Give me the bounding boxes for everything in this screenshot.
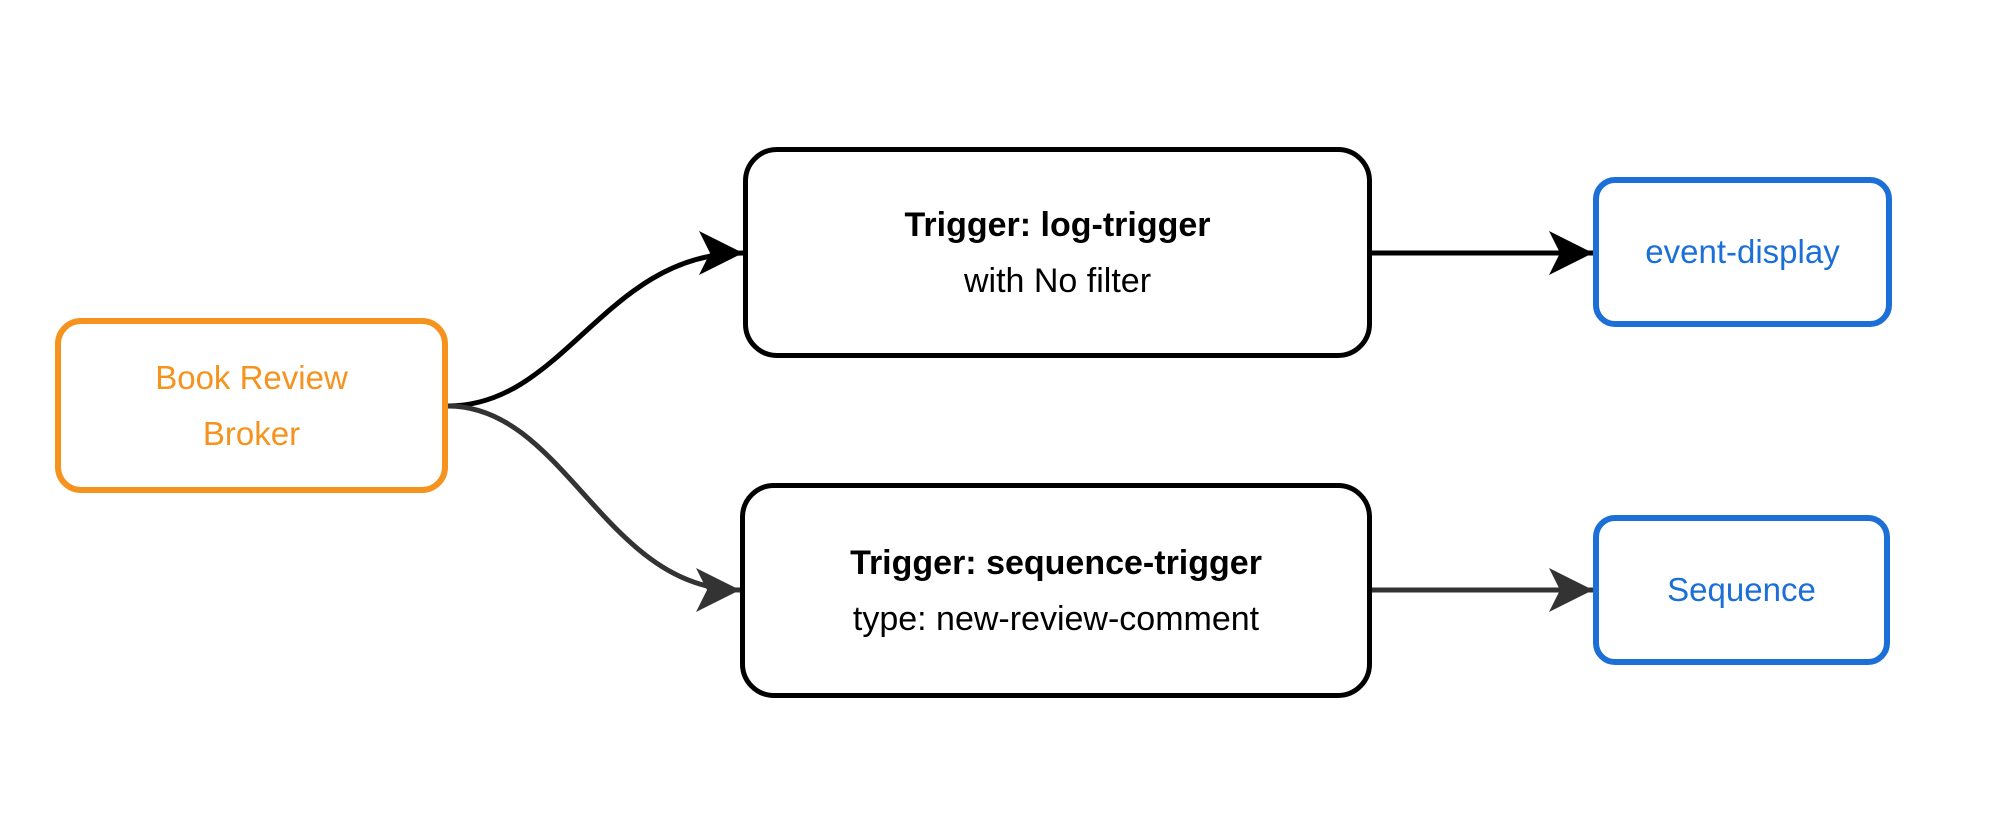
edge-broker-to-log-trigger bbox=[447, 231, 744, 409]
sequence-trigger-subtitle: type: new-review-comment bbox=[852, 599, 1260, 638]
node-log-trigger: Trigger: log-trigger with No filter bbox=[743, 147, 1372, 358]
log-trigger-subtitle: with No filter bbox=[963, 261, 1152, 300]
log-trigger-title: Trigger: log-trigger bbox=[904, 205, 1211, 244]
node-sequence: Sequence bbox=[1593, 515, 1890, 665]
broker-label-line2: Broker bbox=[202, 414, 301, 452]
node-event-display: event-display bbox=[1593, 177, 1892, 327]
broker-label-line1: Book Review bbox=[155, 358, 348, 396]
event-display-label: event-display bbox=[1645, 233, 1840, 270]
sequence-label: Sequence bbox=[1667, 571, 1816, 608]
node-book-review-broker: Book Review Broker bbox=[55, 318, 448, 493]
node-sequence-trigger: Trigger: sequence-trigger type: new-revi… bbox=[740, 483, 1372, 698]
sequence-trigger-title: Trigger: sequence-trigger bbox=[850, 543, 1262, 582]
edge-broker-to-sequence-trigger bbox=[447, 403, 741, 612]
